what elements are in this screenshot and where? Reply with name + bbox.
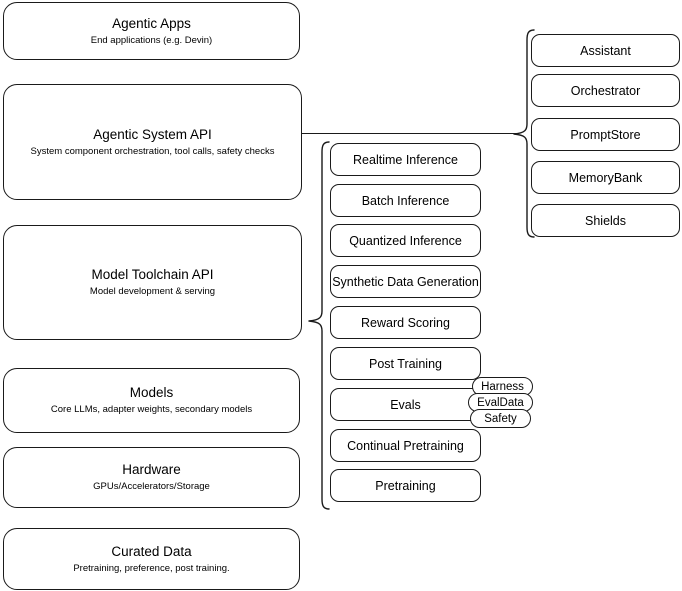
component-label: Orchestrator	[570, 83, 641, 98]
eval-subcomponent-safety[interactable]: Safety	[470, 409, 531, 428]
component-assistant[interactable]: Assistant	[531, 34, 680, 67]
component-label: Reward Scoring	[361, 315, 450, 330]
layer-title: Hardware	[122, 462, 181, 477]
component-synthetic-data-generation[interactable]: Synthetic Data Generation	[330, 265, 481, 298]
brace-agentic-system-components	[513, 29, 535, 239]
eval-subcomponent-label: EvalData	[477, 396, 524, 409]
layer-box-agentic-system-api[interactable]: Agentic System API System component orch…	[3, 84, 302, 200]
component-reward-scoring[interactable]: Reward Scoring	[330, 306, 481, 339]
component-label: PromptStore	[570, 127, 641, 142]
layer-box-agentic-apps[interactable]: Agentic Apps End applications (e.g. Devi…	[3, 2, 300, 60]
component-orchestrator[interactable]: Orchestrator	[531, 74, 680, 107]
component-promptstore[interactable]: PromptStore	[531, 118, 680, 151]
layer-title: Agentic Apps	[112, 15, 191, 31]
layer-box-models[interactable]: Models Core LLMs, adapter weights, secon…	[3, 368, 300, 433]
component-label: MemoryBank	[568, 170, 643, 185]
layer-title: Agentic System API	[93, 126, 212, 142]
layer-box-curated-data[interactable]: Curated Data Pretraining, preference, po…	[3, 528, 300, 590]
layer-box-hardware[interactable]: Hardware GPUs/Accelerators/Storage	[3, 447, 300, 508]
layer-subtitle: Model development & serving	[89, 286, 216, 297]
layer-subtitle: GPUs/Accelerators/Storage	[93, 481, 210, 492]
component-shields[interactable]: Shields	[531, 204, 680, 237]
layer-title: Models	[129, 385, 174, 400]
component-evals[interactable]: Evals	[330, 388, 481, 421]
eval-subcomponent-label: Harness	[481, 380, 524, 393]
component-label: Shields	[585, 213, 626, 228]
component-batch-inference[interactable]: Batch Inference	[330, 184, 481, 217]
component-label: Assistant	[580, 43, 631, 58]
component-pretraining[interactable]: Pretraining	[330, 469, 481, 502]
layer-subtitle: Pretraining, preference, post training.	[73, 562, 230, 574]
component-realtime-inference[interactable]: Realtime Inference	[330, 143, 481, 176]
layer-box-model-toolchain-api[interactable]: Model Toolchain API Model development & …	[3, 225, 302, 340]
component-label: Continual Pretraining	[347, 438, 464, 453]
component-continual-pretraining[interactable]: Continual Pretraining	[330, 429, 481, 462]
component-label: Pretraining	[375, 478, 436, 493]
layer-subtitle: End applications (e.g. Devin)	[90, 34, 213, 46]
component-label: Realtime Inference	[353, 152, 458, 167]
eval-subcomponent-label: Safety	[484, 412, 517, 425]
eval-subcomponent-evaldata[interactable]: EvalData	[468, 393, 533, 412]
component-label: Synthetic Data Generation	[332, 274, 479, 289]
layer-title: Curated Data	[111, 543, 192, 559]
component-label: Evals	[390, 397, 421, 412]
component-post-training[interactable]: Post Training	[330, 347, 481, 380]
layer-subtitle: Core LLMs, adapter weights, secondary mo…	[50, 404, 253, 415]
component-label: Quantized Inference	[349, 233, 462, 248]
brace-model-toolchain-components	[308, 141, 330, 511]
component-memorybank[interactable]: MemoryBank	[531, 161, 680, 194]
component-quantized-inference[interactable]: Quantized Inference	[330, 224, 481, 257]
layer-subtitle: System component orchestration, tool cal…	[30, 145, 275, 157]
component-label: Post Training	[369, 356, 442, 371]
layer-title: Model Toolchain API	[91, 267, 214, 282]
connector-line-system-api-to-components	[302, 133, 517, 135]
component-label: Batch Inference	[361, 193, 450, 208]
